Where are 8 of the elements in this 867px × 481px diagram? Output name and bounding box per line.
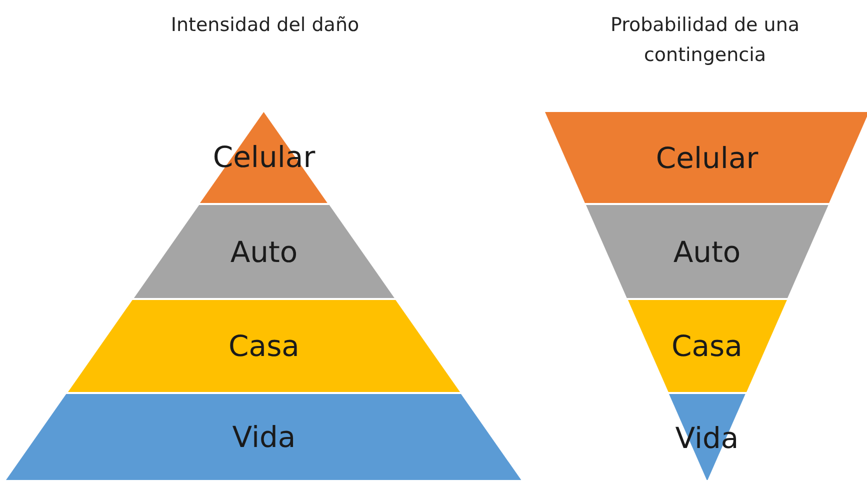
column-heading: Intensidad del daño [170,13,360,38]
band-label: Casa [672,329,742,363]
band-label: Celular [656,141,758,175]
column-heading: Probabilidad de una contingencia [609,13,801,68]
band-label: Auto [230,234,298,268]
band-label: Casa [228,329,300,363]
band-label: Vida [232,420,296,454]
band-label: Auto [673,234,741,268]
